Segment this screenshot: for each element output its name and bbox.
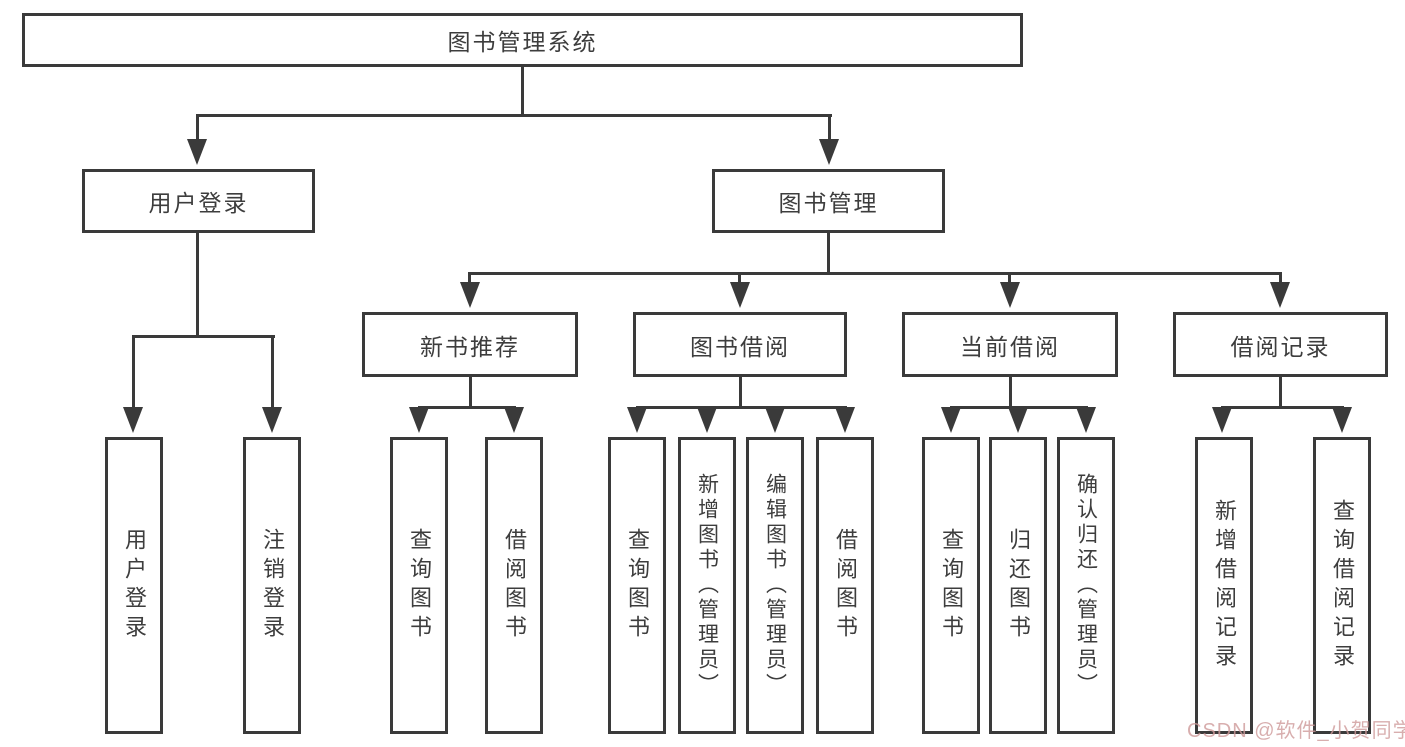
- leaf-label: 借阅图书: [833, 527, 858, 644]
- leaf-label: 借阅图书: [502, 527, 527, 644]
- connector-line: [196, 114, 832, 117]
- connector-line: [132, 335, 135, 409]
- arrowhead-down-icon: [262, 407, 282, 433]
- connector-line: [469, 272, 1282, 275]
- connector-line: [521, 67, 524, 116]
- arrowhead-down-icon: [123, 407, 143, 433]
- leaf-label: 查询图书: [625, 527, 650, 644]
- connector-line: [738, 272, 741, 286]
- node-borrowing-records: 借阅记录: [1173, 312, 1388, 377]
- arrowhead-down-icon: [819, 139, 839, 165]
- connector-line: [1009, 377, 1012, 408]
- leaf-label: 归还图书: [1006, 527, 1031, 644]
- connector-line: [636, 406, 847, 409]
- leaf-add-book-admin: 新增图书（管理员）: [678, 437, 736, 734]
- arrowhead-down-icon: [1212, 407, 1232, 433]
- arrowhead-down-icon: [504, 407, 524, 433]
- leaf-query-books-current: 查询图书: [922, 437, 980, 734]
- leaf-borrow-books-borrowing: 借阅图书: [816, 437, 874, 734]
- leaf-query-books-borrowing: 查询图书: [608, 437, 666, 734]
- arrowhead-down-icon: [187, 139, 207, 165]
- connector-line: [132, 335, 275, 338]
- connector-line: [1279, 377, 1282, 408]
- connector-line: [468, 272, 471, 286]
- arrowhead-down-icon: [765, 407, 785, 433]
- watermark-text: CSDN @软件_小贺同学: [1187, 720, 1405, 742]
- connector-line: [271, 335, 274, 409]
- connector-line: [418, 406, 516, 409]
- arrowhead-down-icon: [1076, 407, 1096, 433]
- leaf-label: 用户登录: [122, 527, 147, 644]
- leaf-label: 确认归还（管理员）: [1074, 473, 1098, 698]
- arrowhead-down-icon: [1008, 407, 1028, 433]
- connector-line: [469, 377, 472, 408]
- connector-line: [739, 377, 742, 408]
- leaf-logout: 注销登录: [243, 437, 301, 734]
- arrowhead-down-icon: [730, 282, 750, 308]
- leaf-user-login: 用户登录: [105, 437, 163, 734]
- leaf-label: 编辑图书（管理员）: [763, 473, 787, 698]
- leaf-query-borrow-record: 查询借阅记录: [1313, 437, 1371, 734]
- node-new-book-recommend: 新书推荐: [362, 312, 578, 377]
- arrowhead-down-icon: [409, 407, 429, 433]
- node-current-borrowing: 当前借阅: [902, 312, 1118, 377]
- leaf-label: 新增借阅记录: [1212, 498, 1237, 673]
- connector-line: [1279, 272, 1282, 286]
- node-library-system: 图书管理系统: [22, 13, 1023, 67]
- arrowhead-down-icon: [835, 407, 855, 433]
- leaf-label: 查询图书: [407, 527, 432, 644]
- connector-line: [196, 114, 199, 142]
- connector-line: [196, 233, 199, 337]
- connector-line: [1221, 406, 1344, 409]
- node-book-management: 图书管理: [712, 169, 945, 233]
- connector-line: [828, 114, 831, 142]
- leaf-return-book: 归还图书: [989, 437, 1047, 734]
- connector-line: [1008, 272, 1011, 286]
- arrowhead-down-icon: [1000, 282, 1020, 308]
- leaf-label: 注销登录: [260, 527, 285, 644]
- leaf-confirm-return-admin: 确认归还（管理员）: [1057, 437, 1115, 734]
- arrowhead-down-icon: [460, 282, 480, 308]
- node-book-borrowing: 图书借阅: [633, 312, 847, 377]
- arrowhead-down-icon: [627, 407, 647, 433]
- leaf-label: 查询图书: [939, 527, 964, 644]
- leaf-label: 查询借阅记录: [1330, 498, 1355, 673]
- leaf-label: 新增图书（管理员）: [695, 473, 719, 698]
- leaf-add-borrow-record: 新增借阅记录: [1195, 437, 1253, 734]
- arrowhead-down-icon: [1332, 407, 1352, 433]
- leaf-edit-book-admin: 编辑图书（管理员）: [746, 437, 804, 734]
- arrowhead-down-icon: [697, 407, 717, 433]
- arrowhead-down-icon: [941, 407, 961, 433]
- arrowhead-down-icon: [1270, 282, 1290, 308]
- node-user-login: 用户登录: [82, 169, 315, 233]
- connector-line: [827, 233, 830, 275]
- leaf-query-books-recommend: 查询图书: [390, 437, 448, 734]
- leaf-borrow-books-recommend: 借阅图书: [485, 437, 543, 734]
